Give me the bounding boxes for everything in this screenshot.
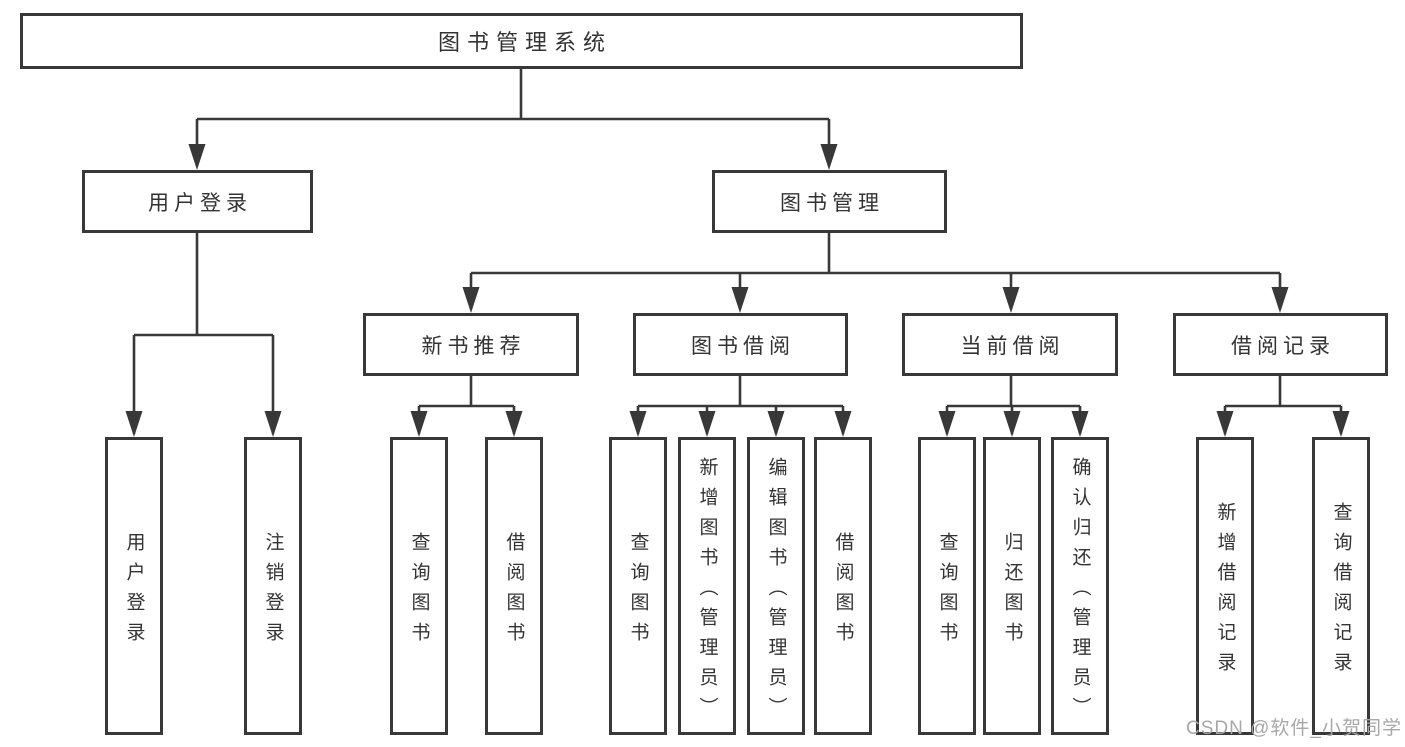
node-current-borrowing: 当前借阅 <box>902 313 1118 376</box>
leaf-logout-login: 注销登录 <box>244 437 302 735</box>
node-new-book-recommend: 新书推荐 <box>363 313 579 376</box>
leaf-return-books: 归还图书 <box>983 437 1041 735</box>
node-book-management: 图书管理 <box>712 170 947 233</box>
leaf-user-login: 用户登录 <box>105 437 163 735</box>
node-book-borrowing: 图书借阅 <box>633 313 848 376</box>
node-borrowing-records: 借阅记录 <box>1173 313 1388 376</box>
leaf-add-borrow-record: 新增借阅记录 <box>1196 437 1254 735</box>
leaf-recommend-borrow-books: 借阅图书 <box>485 437 543 735</box>
node-library-system: 图书管理系统 <box>20 13 1023 69</box>
leaf-borrow-books: 借阅图书 <box>814 437 872 735</box>
leaf-edit-books-admin: 编辑图书（管理员） <box>747 437 805 735</box>
node-user-login: 用户登录 <box>82 170 313 233</box>
leaf-current-query-books: 查询图书 <box>918 437 976 735</box>
leaf-recommend-query-books: 查询图书 <box>390 437 448 735</box>
leaf-borrowing-query-books: 查询图书 <box>609 437 667 735</box>
leaf-query-borrow-record: 查询借阅记录 <box>1312 437 1370 735</box>
leaf-add-books-admin: 新增图书（管理员） <box>678 437 736 735</box>
watermark-text: CSDN @软件_小贺同学 <box>1186 718 1402 739</box>
leaf-confirm-return-admin: 确认归还（管理员） <box>1051 437 1109 735</box>
arrowheads <box>125 144 1350 437</box>
